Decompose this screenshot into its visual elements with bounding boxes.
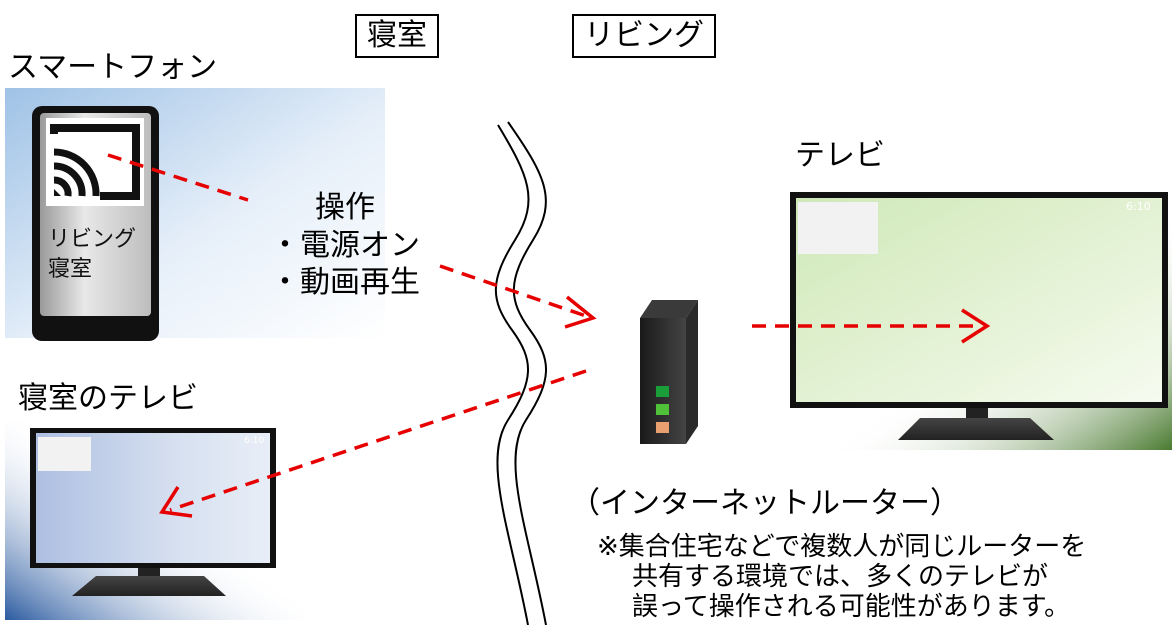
smartphone-screen-line-2: 寝室 [48,257,93,282]
smartphone-screen-line-1: リビング [48,227,137,252]
operation-heading: 操作 [315,190,375,225]
router [640,300,698,444]
note-line-1: ※集合住宅などで複数人が同じルーターを [597,532,1087,562]
smartphone [32,106,159,341]
bedroom-tv-overlay [38,437,91,471]
arrowhead-bedroom-tv [159,486,193,518]
router-caption: （インターネットルーター） [570,486,960,521]
arrow-to-bedroom-tv [169,369,587,512]
router-led-bottom [656,422,669,433]
bedroom-tv [30,428,276,596]
living-tv-stand [898,418,1054,440]
router-led-top [656,386,669,397]
smartphone-title: スマートフォン [8,50,218,85]
note-line-3: 誤って操作される可能性があります。 [632,592,1071,622]
arrow-phone-out [107,153,249,202]
operation-item-power-on: ・電源オン [270,228,420,263]
living-tv [790,192,1168,440]
room-label-bedroom: 寝室 [355,14,439,58]
bedroom-tv-time: 6:10 [244,436,265,446]
room-label-living: リビング [572,14,716,58]
living-tv-title: テレビ [795,138,885,173]
living-tv-time: 6:10 [1126,200,1151,213]
note-line-2: 共有する環境では、多くのテレビが [632,562,1049,592]
arrowhead-living-tv [961,308,991,344]
wall-line-left [494,124,530,625]
router-led-middle [656,404,669,415]
living-tv-overlay [798,202,878,254]
wall-line-right [507,121,547,625]
bedroom-tv-stand [72,576,226,596]
arrow-to-router [439,264,587,318]
arrowhead-router [564,295,597,329]
operation-item-play-video: ・動画再生 [270,265,420,300]
bedroom-tv-title: 寝室のテレビ [18,381,198,416]
